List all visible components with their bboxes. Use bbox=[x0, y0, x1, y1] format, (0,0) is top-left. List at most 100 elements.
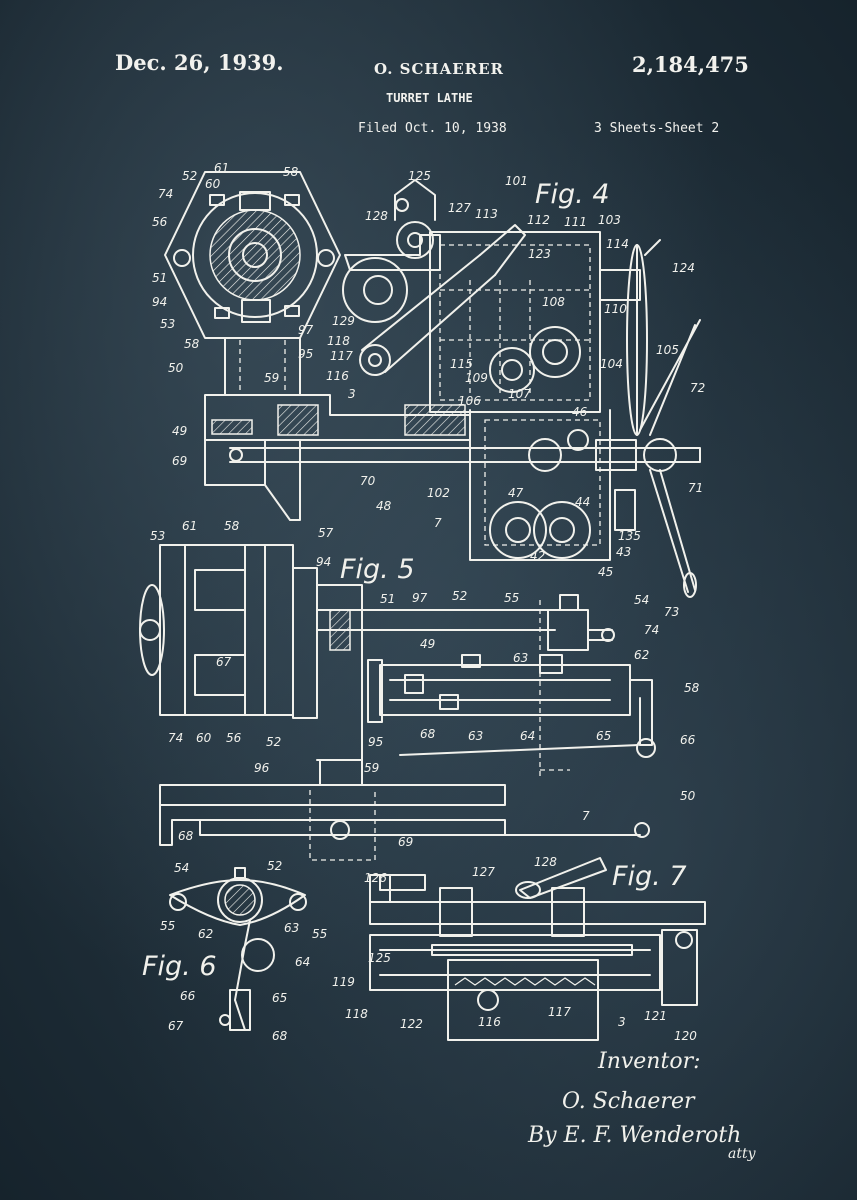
fig4-reference-numeral: 104 bbox=[600, 357, 623, 371]
fig6-reference-numeral: 65 bbox=[272, 991, 287, 1005]
fig5-reference-numeral: 51 bbox=[380, 592, 395, 606]
fig5-reference-numeral: 74 bbox=[168, 731, 183, 745]
fig5-reference-numeral: 52 bbox=[266, 735, 281, 749]
fig4-reference-numeral: 47 bbox=[508, 486, 524, 500]
fig4-reference-numeral: 127 bbox=[448, 201, 471, 215]
fig4-reference-numeral: 105 bbox=[656, 343, 679, 357]
sheet-count: 3 Sheets-Sheet 2 bbox=[594, 121, 720, 136]
fig4-label: Fig. 4 bbox=[535, 179, 610, 210]
fig5-reference-numeral: 97 bbox=[412, 591, 428, 605]
figure-4 bbox=[164, 171, 701, 598]
figure-7 bbox=[369, 857, 706, 1041]
fig4-reference-numeral: 59 bbox=[264, 371, 279, 385]
fig6-reference-numeral: 67 bbox=[168, 1019, 184, 1033]
fig4-reference-numeral: 110 bbox=[604, 302, 627, 316]
fig7-reference-numeral: 128 bbox=[534, 855, 557, 869]
fig4-reference-numeral: 123 bbox=[528, 247, 551, 261]
fig6-reference-numeral: 64 bbox=[295, 955, 310, 969]
fig5-reference-numeral: 58 bbox=[224, 519, 240, 533]
signature-inventor-name: O. Schaerer bbox=[562, 1089, 696, 1114]
fig5-reference-numeral: 58 bbox=[684, 681, 700, 695]
fig7-reference-numeral: 119 bbox=[332, 975, 355, 989]
fig4-reference-numeral: 69 bbox=[172, 454, 187, 468]
fig4-reference-numeral: 103 bbox=[598, 213, 621, 227]
fig4-reference-numeral: 72 bbox=[690, 381, 705, 395]
fig6-reference-numeral: 63 bbox=[284, 921, 299, 935]
fig7-reference-numeral: 127 bbox=[472, 865, 495, 879]
fig5-reference-numeral: 73 bbox=[664, 605, 679, 619]
fig6-label: Fig. 6 bbox=[142, 951, 217, 982]
fig6-reference-numeral: 52 bbox=[267, 859, 282, 873]
fig5-reference-numeral: 94 bbox=[316, 555, 331, 569]
fig4-reference-numeral: 95 bbox=[298, 347, 313, 361]
fig5-reference-numeral: 63 bbox=[468, 729, 483, 743]
fig6-reference-numeral: 68 bbox=[272, 1029, 288, 1043]
fig4-reference-numeral: 102 bbox=[427, 486, 450, 500]
fig4-reference-numeral: 60 bbox=[205, 177, 221, 191]
fig4-reference-numeral: 70 bbox=[360, 474, 376, 488]
fig4-reference-numeral: 97 bbox=[298, 323, 314, 337]
fig4-reference-numeral: 135 bbox=[618, 529, 641, 543]
fig5-reference-numeral: 49 bbox=[420, 637, 435, 651]
fig4-reference-numeral: 109 bbox=[465, 371, 488, 385]
fig5-reference-numeral: 54 bbox=[634, 593, 649, 607]
fig5-reference-numeral: 66 bbox=[680, 733, 696, 747]
fig5-reference-numeral: 62 bbox=[634, 648, 649, 662]
fig7-reference-numeral: 121 bbox=[644, 1009, 667, 1023]
filed-date: Filed Oct. 10, 1938 bbox=[358, 121, 507, 136]
fig5-reference-numeral: 59 bbox=[364, 761, 379, 775]
fig4-reference-numeral: 49 bbox=[172, 424, 187, 438]
fig5-reference-numeral: 56 bbox=[226, 731, 242, 745]
fig4-reference-numeral: 117 bbox=[330, 349, 353, 363]
fig5-reference-numeral: 61 bbox=[182, 519, 197, 533]
fig7-reference-numeral: 118 bbox=[345, 1007, 368, 1021]
fig5-reference-numeral: 95 bbox=[368, 735, 383, 749]
fig5-reference-numeral: 69 bbox=[398, 835, 413, 849]
fig6-reference-numeral: 54 bbox=[174, 861, 189, 875]
fig4-reference-numeral: 3 bbox=[348, 387, 356, 401]
fig4-reference-numeral: 129 bbox=[332, 314, 355, 328]
fig5-reference-numeral: 7 bbox=[582, 809, 590, 823]
fig7-reference-numeral: 116 bbox=[478, 1015, 501, 1029]
fig5-reference-numeral: 55 bbox=[504, 591, 519, 605]
fig4-reference-numeral: 112 bbox=[527, 213, 550, 227]
fig5-reference-numeral: 68 bbox=[178, 829, 194, 843]
fig5-reference-numeral: 53 bbox=[150, 529, 165, 543]
fig4-reference-numeral: 46 bbox=[572, 405, 588, 419]
fig4-reference-numeral: 118 bbox=[327, 334, 350, 348]
inventor-name: O. SCHAERER bbox=[374, 60, 505, 78]
fig4-reference-numeral: 125 bbox=[408, 169, 431, 183]
fig4-reference-numeral: 71 bbox=[688, 481, 703, 495]
fig7-reference-numeral: 117 bbox=[548, 1005, 571, 1019]
fig4-reference-numeral: 106 bbox=[458, 394, 481, 408]
fig5-reference-numeral: 60 bbox=[196, 731, 212, 745]
fig5-reference-numeral: 52 bbox=[452, 589, 467, 603]
fig4-reference-numeral: 45 bbox=[598, 565, 613, 579]
fig4-reference-numeral: 56 bbox=[152, 215, 168, 229]
fig5-reference-numeral: 96 bbox=[254, 761, 270, 775]
fig4-reference-numeral: 128 bbox=[365, 209, 388, 223]
patent-title: TURRET LATHE bbox=[386, 91, 473, 105]
patent-number: 2,184,475 bbox=[632, 52, 749, 77]
fig4-reference-numeral: 43 bbox=[616, 545, 631, 559]
fig4-reference-numeral: 74 bbox=[158, 187, 173, 201]
fig7-reference-numeral: 122 bbox=[400, 1017, 423, 1031]
fig6-reference-numeral: 55 bbox=[312, 927, 327, 941]
signature-attorney: By E. F. Wenderoth bbox=[527, 1123, 741, 1148]
fig4-reference-numeral: 58 bbox=[283, 165, 299, 179]
fig4-reference-numeral: 94 bbox=[152, 295, 167, 309]
fig6-reference-numeral: 62 bbox=[198, 927, 213, 941]
fig4-reference-numeral: 124 bbox=[672, 261, 695, 275]
fig5-reference-numeral: 65 bbox=[596, 729, 611, 743]
fig5-reference-numeral: 68 bbox=[420, 727, 436, 741]
fig4-reference-numeral: 44 bbox=[575, 495, 590, 509]
fig4-reference-numeral: 111 bbox=[564, 215, 587, 229]
signature-atty-label: atty bbox=[728, 1146, 757, 1162]
fig4-reference-numeral: 7 bbox=[434, 516, 442, 530]
fig4-reference-numeral: 115 bbox=[450, 357, 473, 371]
fig4-reference-numeral: 61 bbox=[214, 161, 229, 175]
fig4-reference-numeral: 53 bbox=[160, 317, 175, 331]
fig7-reference-numeral: 120 bbox=[674, 1029, 697, 1043]
fig7-reference-numeral: 125 bbox=[368, 951, 391, 965]
